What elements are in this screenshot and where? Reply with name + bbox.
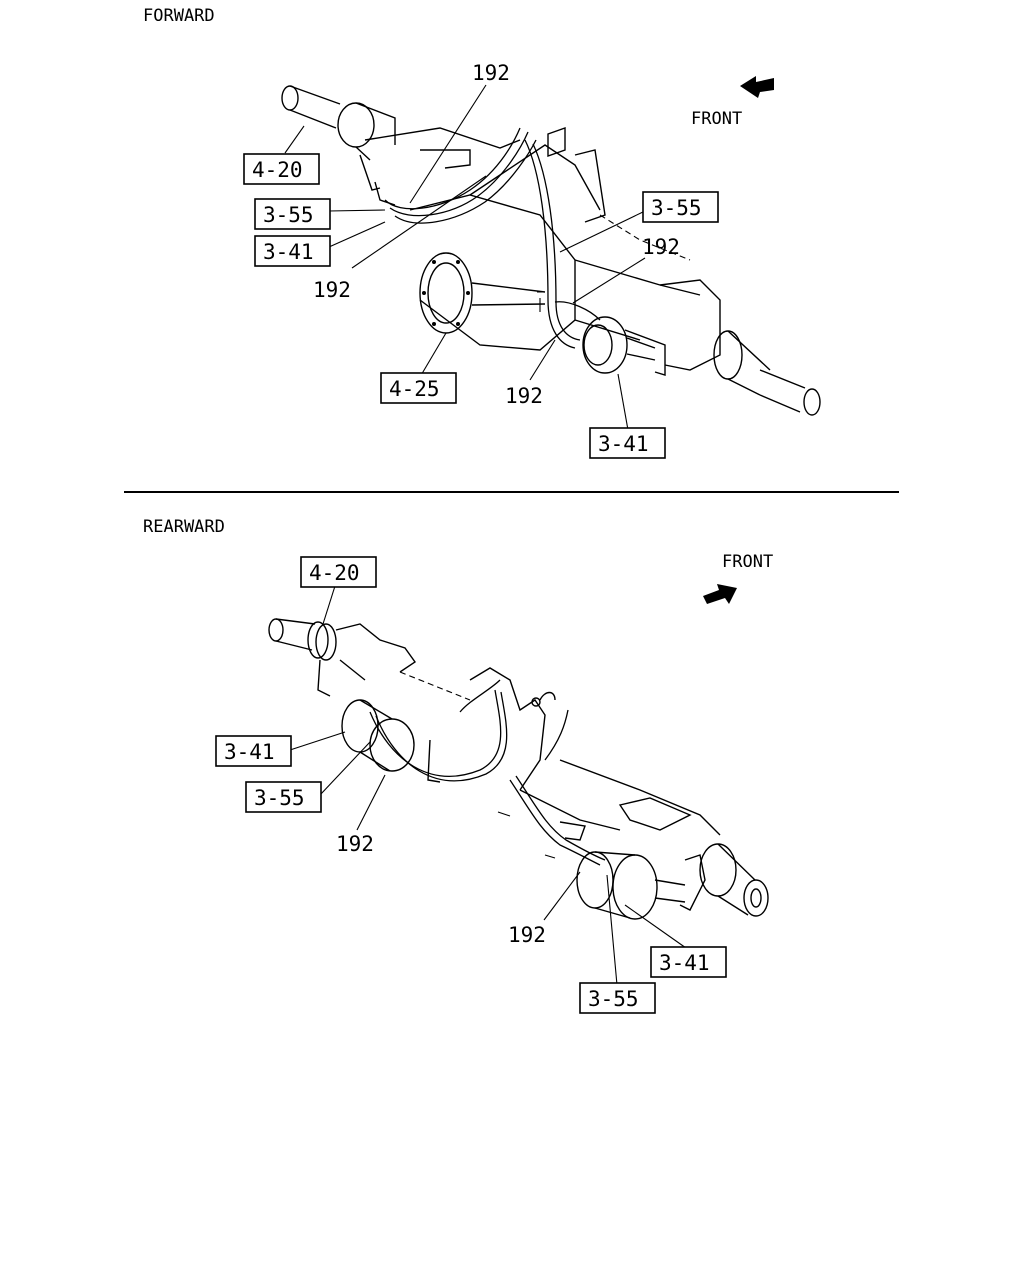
callout-label: 3-41	[224, 740, 275, 764]
forward-axle-drawing	[281, 85, 821, 416]
front-label-rearward: FRONT	[722, 552, 773, 572]
callout-label: 192	[472, 61, 510, 85]
rearward-callouts: 4-20 3-41 3-55 192 192 3-41 3-55	[215, 556, 727, 1014]
callout-label: 192	[505, 384, 543, 408]
section-title-rearward: REARWARD	[143, 517, 225, 537]
callout-label: 3-55	[263, 203, 314, 227]
forward-callouts: 192 4-20 3-55 3-41 192 3-55 192 4-25 192…	[243, 61, 719, 459]
callout-box	[380, 372, 457, 404]
callout-label: 3-55	[254, 786, 305, 810]
rearward-section: REARWARD FRONT	[143, 517, 773, 1014]
callout-label: 192	[508, 923, 546, 947]
callout-label: 3-41	[263, 240, 314, 264]
rearward-axle-drawing	[268, 618, 769, 920]
callout-label: 4-25	[389, 377, 440, 401]
callout-label: 192	[336, 832, 374, 856]
callout-box	[245, 781, 322, 813]
rearward-leader-lines	[289, 585, 687, 986]
callout-box	[650, 946, 727, 978]
callout-label: 3-41	[598, 432, 649, 456]
callout-label: 3-55	[588, 987, 639, 1011]
forward-section: FORWARD FRONT	[143, 6, 821, 459]
callout-label: 3-55	[651, 196, 702, 220]
callout-label: 192	[642, 235, 680, 259]
callout-box	[579, 982, 656, 1014]
callout-box	[300, 556, 377, 588]
callout-label: 4-20	[252, 158, 303, 182]
front-arrow-icon	[740, 76, 774, 98]
callout-box	[254, 198, 331, 230]
callout-label: 4-20	[309, 561, 360, 585]
section-title-forward: FORWARD	[143, 6, 215, 26]
callout-label: 192	[313, 278, 351, 302]
front-label-forward: FRONT	[691, 109, 742, 129]
callout-box	[254, 235, 331, 267]
callout-box	[589, 427, 666, 459]
forward-leader-lines	[284, 84, 646, 431]
callout-label: 3-41	[659, 951, 710, 975]
callout-box	[243, 153, 320, 185]
callout-box	[642, 191, 719, 223]
front-arrow-icon	[703, 584, 737, 604]
callout-box	[215, 735, 292, 767]
